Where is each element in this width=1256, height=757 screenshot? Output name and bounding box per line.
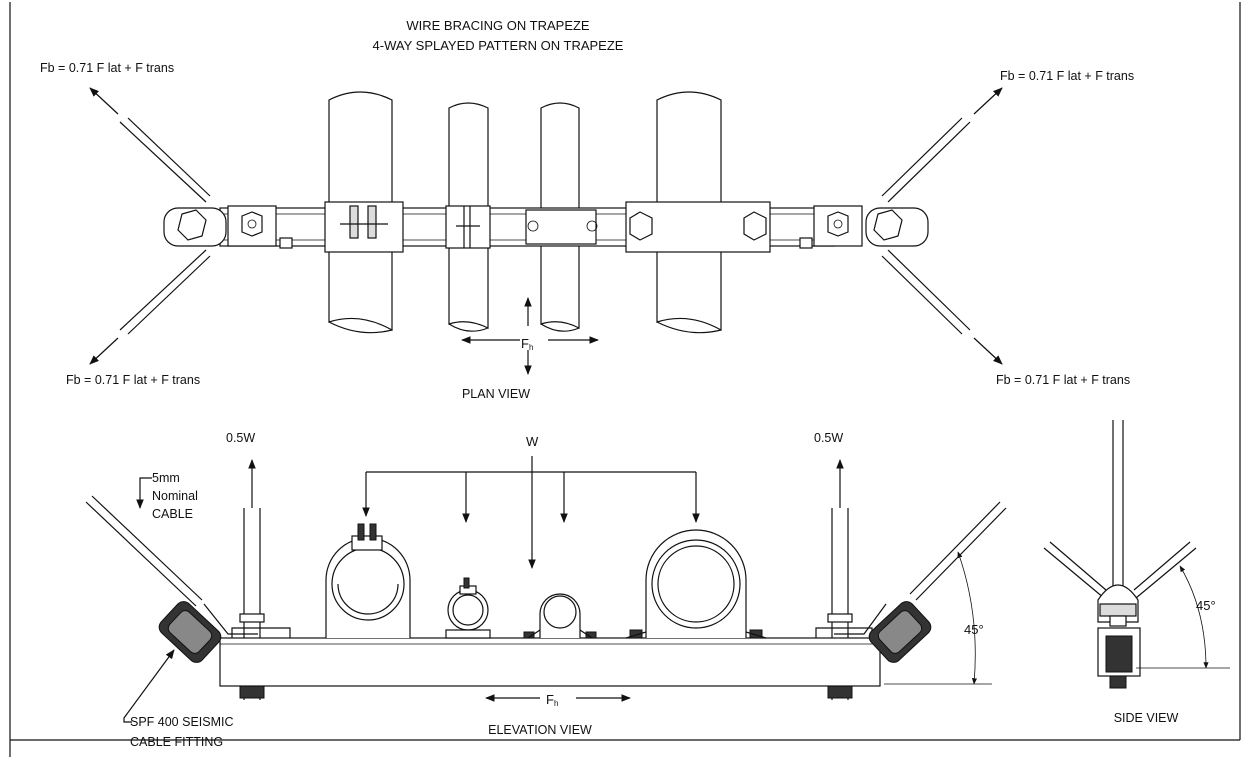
- force-label-bottom-left: Fb = 0.71 F lat + F trans: [66, 373, 200, 387]
- elevation-angle-dimension: [884, 551, 992, 685]
- fitting-label-line-2: CABLE FITTING: [130, 735, 223, 749]
- cable-label-line-2: Nominal: [152, 489, 198, 503]
- elevation-brace-plates: [203, 603, 887, 635]
- plan-end-fitting-left: [163, 205, 277, 247]
- elevation-brace-cables: [85, 495, 1007, 607]
- plan-brace-cables: [119, 117, 971, 335]
- title-line-1: WIRE BRACING ON TRAPEZE: [406, 18, 590, 33]
- force-label-top-right: Fb = 0.71 F lat + F trans: [1000, 69, 1134, 83]
- fitting-callout: [123, 649, 175, 723]
- elevation-cable-fitting-right: [868, 601, 932, 663]
- side-angle-label: 45°: [1196, 598, 1216, 613]
- elevation-view: 0.5W 0.5W W 5mm Nominal CABLE SPF 400 SE…: [85, 431, 1007, 749]
- sheet-border: [9, 2, 1241, 757]
- plan-end-fitting-right: [813, 205, 929, 247]
- load-total-label: W: [526, 434, 539, 449]
- load-left-label: 0.5W: [226, 431, 255, 445]
- plan-fh-arrows: [461, 297, 599, 375]
- fitting-label-line-1: SPF 400 SEISMIC: [130, 715, 234, 729]
- load-right-label: 0.5W: [814, 431, 843, 445]
- plan-pipe-clamps: [324, 201, 771, 253]
- force-label-bottom-right: Fb = 0.71 F lat + F trans: [996, 373, 1130, 387]
- cable-label-line-1: 5mm: [152, 471, 180, 485]
- elevation-angle-label: 45°: [964, 622, 984, 637]
- elevation-channel: [219, 627, 881, 687]
- elevation-view-label: ELEVATION VIEW: [488, 723, 592, 737]
- cable-callout: [136, 477, 152, 509]
- cable-label-line-3: CABLE: [152, 507, 193, 521]
- title-line-2: 4-WAY SPLAYED PATTERN ON TRAPEZE: [373, 38, 624, 53]
- elevation-cable-fitting-left: [158, 601, 222, 663]
- force-label-top-left: Fb = 0.71 F lat + F trans: [40, 61, 174, 75]
- plan-fh-label: Fh: [521, 336, 533, 352]
- plan-view: Fb = 0.71 F lat + F trans Fb = 0.71 F la…: [40, 61, 1134, 401]
- side-view-label: SIDE VIEW: [1114, 711, 1179, 725]
- plan-force-arrows: [89, 87, 1003, 365]
- side-view: [1043, 420, 1230, 689]
- elevation-pipes: [325, 523, 767, 639]
- elevation-fh-label: Fh: [546, 692, 558, 708]
- plan-view-label: PLAN VIEW: [462, 387, 530, 401]
- elevation-load-arrows: [248, 456, 844, 569]
